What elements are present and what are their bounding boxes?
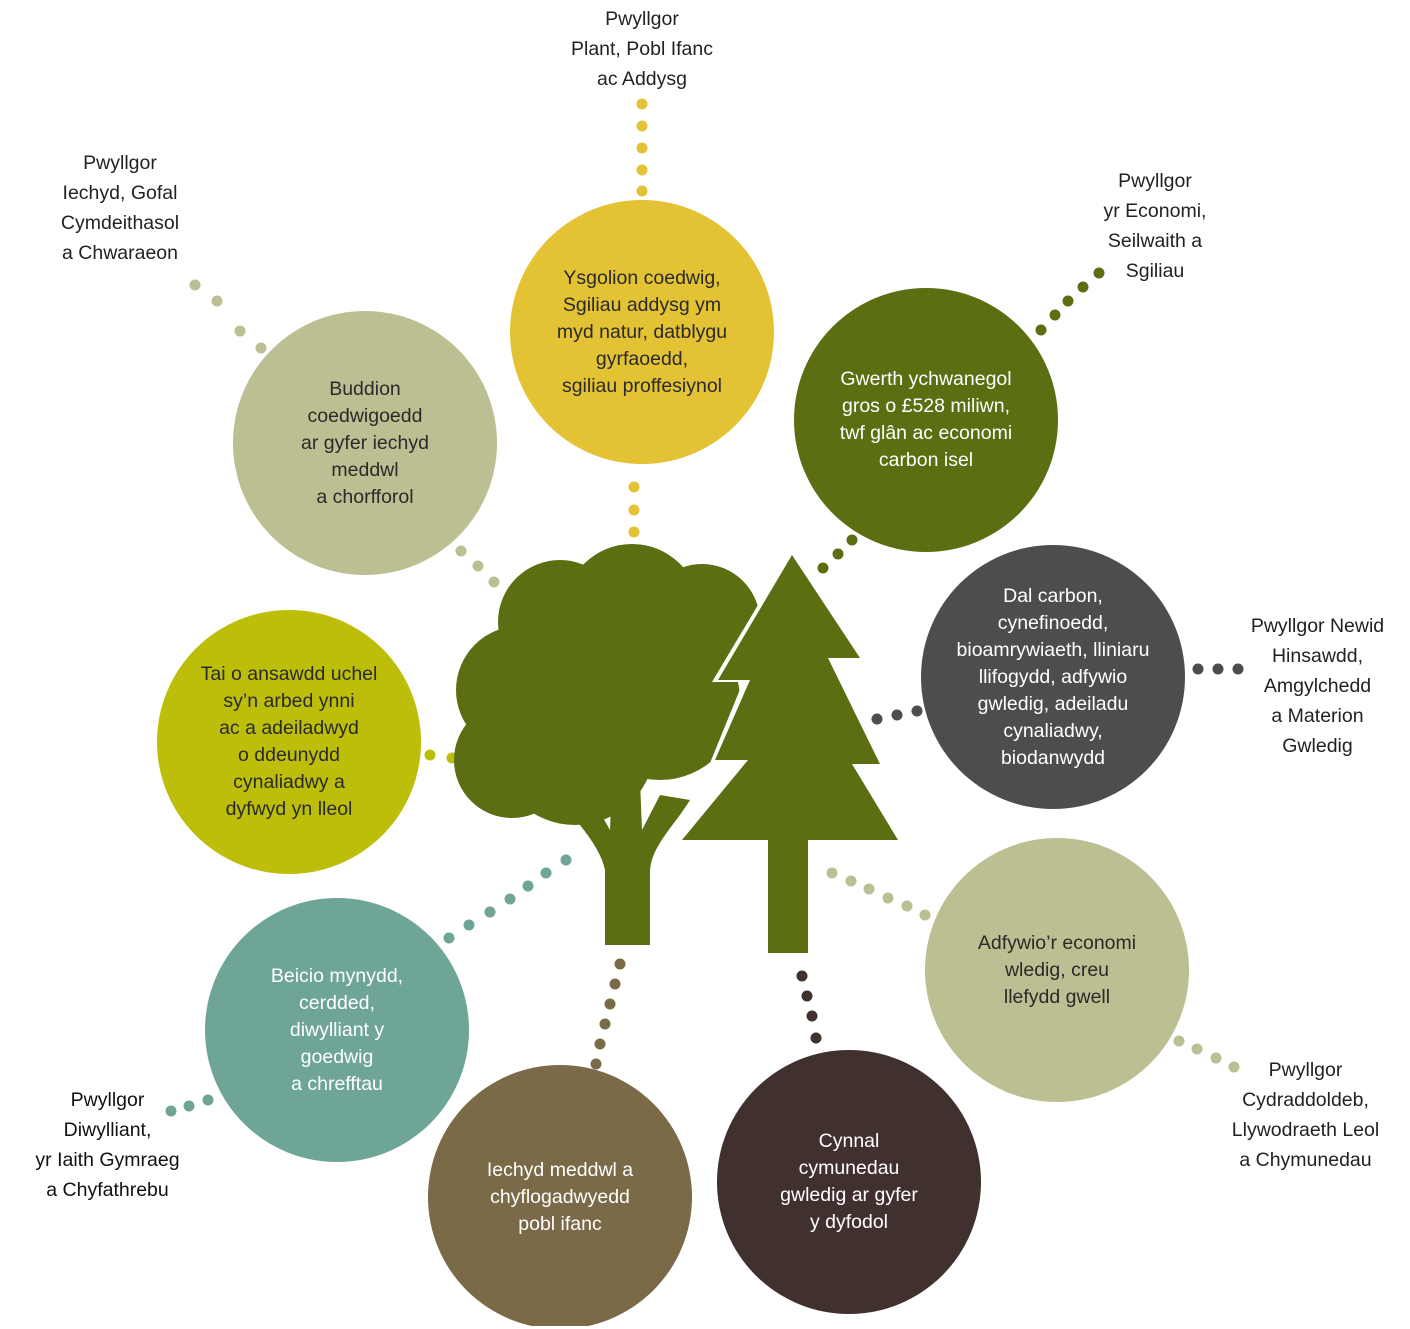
connector-dot — [636, 185, 648, 197]
connector-dot — [1035, 324, 1047, 336]
connector-dot — [796, 970, 808, 982]
connector-dot — [463, 919, 475, 931]
benefit-communities-text: Cynnal cymunedau gwledig ar gyfer y dyfo… — [780, 1130, 918, 1233]
connector-dot — [609, 978, 621, 990]
connector-dot — [211, 295, 223, 307]
connector-dot — [488, 576, 500, 588]
benefit-circle-culture — [205, 898, 469, 1162]
benefit-circle-rural-economy — [925, 838, 1189, 1102]
connector-dots — [165, 98, 1244, 1117]
connector-dot — [826, 867, 838, 879]
connector-dot — [604, 998, 616, 1010]
connector-dot — [863, 883, 875, 895]
benefit-climate-text: Dal carbon, cynefinoedd, bioamrywiaeth, … — [956, 584, 1150, 769]
connector-dot — [560, 854, 572, 866]
connector-dot — [234, 325, 246, 337]
committee-health-label: Pwyllgor Iechyd, Gofal Cymdeithasol a Ch… — [60, 152, 180, 264]
connector-dot — [882, 892, 894, 904]
benefit-circle-economy — [794, 288, 1058, 552]
connector-dot — [504, 893, 516, 905]
connector-dot — [255, 342, 267, 354]
connector-dot — [443, 932, 455, 944]
committee-climate-label: Pwyllgor Newid Hinsawdd, Amgylchedd a Ma… — [1250, 615, 1385, 757]
connector-dot — [1049, 309, 1061, 321]
benefit-circles — [157, 200, 1189, 1326]
deciduous-tree-icon — [454, 544, 760, 945]
connector-dot — [1191, 1043, 1203, 1055]
connector-dot — [183, 1100, 195, 1112]
connector-dot — [636, 98, 648, 110]
connector-dot — [599, 1018, 611, 1030]
benefit-circle-housing — [157, 610, 421, 874]
benefit-housing-text: Tai o ansawdd uchel sy’n arbed ynni ac a… — [200, 663, 378, 820]
committee-economy-label: Pwyllgor yr Economi, Seilwaith a Sgiliau — [1103, 170, 1207, 282]
connector-dot — [424, 749, 436, 761]
connector-dot — [1210, 1052, 1222, 1064]
connector-dot — [845, 875, 857, 887]
connector-dot — [628, 481, 640, 493]
connector-dot — [919, 909, 931, 921]
benefit-circle-education — [510, 200, 774, 464]
connector-dot — [891, 709, 903, 721]
connector-dot — [1192, 663, 1204, 675]
connector-dot — [1062, 295, 1074, 307]
benefit-economy-text: Gwerth ychwanegol gros o £528 miliwn, tw… — [839, 368, 1013, 471]
connector-dot — [1093, 267, 1105, 279]
connector-dot — [1077, 281, 1089, 293]
connector-dot — [1173, 1035, 1185, 1047]
connector-dot — [911, 705, 923, 717]
connector-dot — [628, 526, 640, 538]
connector-dot — [901, 900, 913, 912]
benefit-education-text: Ysgolion coedwig, Sgiliau addysg ym myd … — [556, 266, 728, 397]
benefit-youth-text: Iechyd meddwl a chyflogadwyedd pobl ifan… — [486, 1158, 634, 1235]
benefit-culture-text: Beicio mynydd, cerdded, diwylliant y goe… — [270, 964, 404, 1095]
committee-culture-label: Pwyllgor Diwylliant, yr Iaith Gymraeg a … — [35, 1089, 180, 1201]
connector-dot — [636, 142, 648, 154]
benefit-health-text: Buddion coedwigoedd ar gyfer iechyd medd… — [301, 377, 429, 508]
benefit-circle-youth — [428, 1065, 692, 1326]
connector-dot — [594, 1038, 606, 1050]
connector-dot — [871, 713, 883, 725]
connector-dot — [165, 1105, 177, 1117]
connector-dot — [846, 534, 858, 546]
connector-dot — [636, 164, 648, 176]
connector-dot — [636, 120, 648, 132]
connector-dot — [590, 1058, 602, 1070]
committee-equality-label: Pwyllgor Cydraddoldeb, Llywodraeth Leol … — [1231, 1059, 1380, 1171]
connector-dot — [484, 906, 496, 918]
benefit-rural-economy-text: Adfywio’r economi wledig, creu llefydd g… — [977, 931, 1137, 1008]
connector-dot — [817, 562, 829, 574]
conifer-tree-icon — [675, 548, 905, 953]
connector-dot — [1228, 1061, 1240, 1073]
connector-dot — [801, 990, 813, 1002]
benefit-circle-health — [233, 311, 497, 575]
benefit-circle-communities — [717, 1050, 981, 1314]
connector-dot — [540, 867, 552, 879]
connector-dot — [810, 1032, 822, 1044]
connector-dot — [522, 880, 534, 892]
connector-dot — [472, 560, 484, 572]
connector-dot — [189, 279, 201, 291]
connector-dot — [1232, 663, 1244, 675]
committee-cyp-label: Pwyllgor Plant, Pobl Ifanc ac Addysg — [570, 8, 713, 90]
connector-dot — [455, 545, 467, 557]
connector-dot — [1212, 663, 1224, 675]
connector-dot — [202, 1094, 214, 1106]
connector-dot — [628, 504, 640, 516]
connector-dot — [614, 958, 626, 970]
benefit-circle-climate — [921, 545, 1185, 809]
connector-dot — [832, 548, 844, 560]
connector-dot — [806, 1010, 818, 1022]
